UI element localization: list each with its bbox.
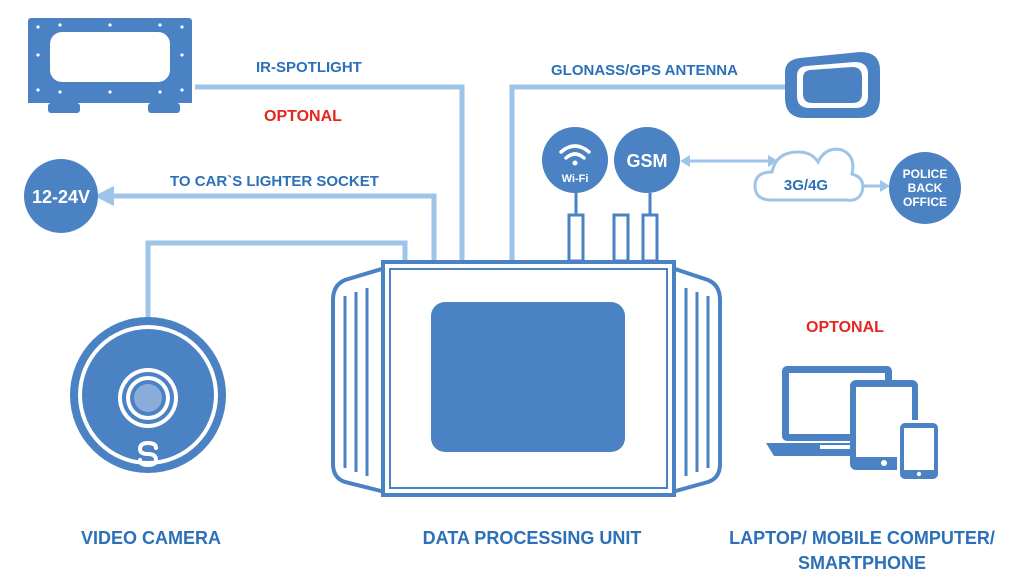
ir-spotlight-label: IR-SPOTLIGHT (256, 59, 362, 76)
gsm-module: GSM (614, 127, 680, 193)
laptop-caption-line1: LAPTOP/ MOBILE COMPUTER/ (729, 528, 995, 548)
optional-label-right: OPTONAL (806, 319, 884, 336)
wifi-module: Wi-Fi (542, 127, 608, 193)
gsm-label: GSM (626, 151, 667, 171)
police-label-line2: BACK (908, 181, 943, 195)
lighter-socket-label: TO CAR`S LIGHTER SOCKET (170, 173, 379, 190)
data-unit-caption: DATA PROCESSING UNIT (423, 528, 642, 548)
processing-unit-icon (331, 260, 722, 497)
cloud-icon: 3G/4G (753, 147, 865, 202)
unit-screen (431, 302, 625, 452)
unit-connectors (567, 213, 659, 263)
video-camera-caption: VIDEO CAMERA (81, 528, 221, 548)
ir-spotlight-line (195, 84, 465, 262)
voltage-label: 12-24V (32, 187, 90, 207)
police-label-line3: OFFICE (903, 195, 947, 209)
lighter-socket-line (108, 193, 437, 262)
police-label-line1: POLICE (903, 167, 948, 181)
wifi-label: Wi-Fi (562, 173, 589, 185)
antenna-label: GLONASS/GPS ANTENNA (551, 62, 738, 79)
network-label: 3G/4G (784, 177, 828, 194)
police-back-office: POLICE BACK OFFICE (889, 152, 961, 224)
devices-icon (766, 366, 941, 482)
camera-icon (70, 317, 226, 473)
camera-line (145, 240, 408, 320)
wifi-icon (559, 144, 591, 166)
camera-logo-icon (137, 440, 159, 468)
antenna-line (509, 84, 785, 262)
antenna-icon (785, 52, 880, 118)
laptop-caption-line2: SMARTPHONE (798, 553, 926, 573)
connection-lines (108, 84, 785, 320)
voltage-circle (24, 159, 98, 233)
lighter-arrow-icon (94, 186, 114, 206)
optional-label-top: OPTONAL (264, 108, 342, 125)
ir-spotlight-icon (28, 18, 192, 113)
